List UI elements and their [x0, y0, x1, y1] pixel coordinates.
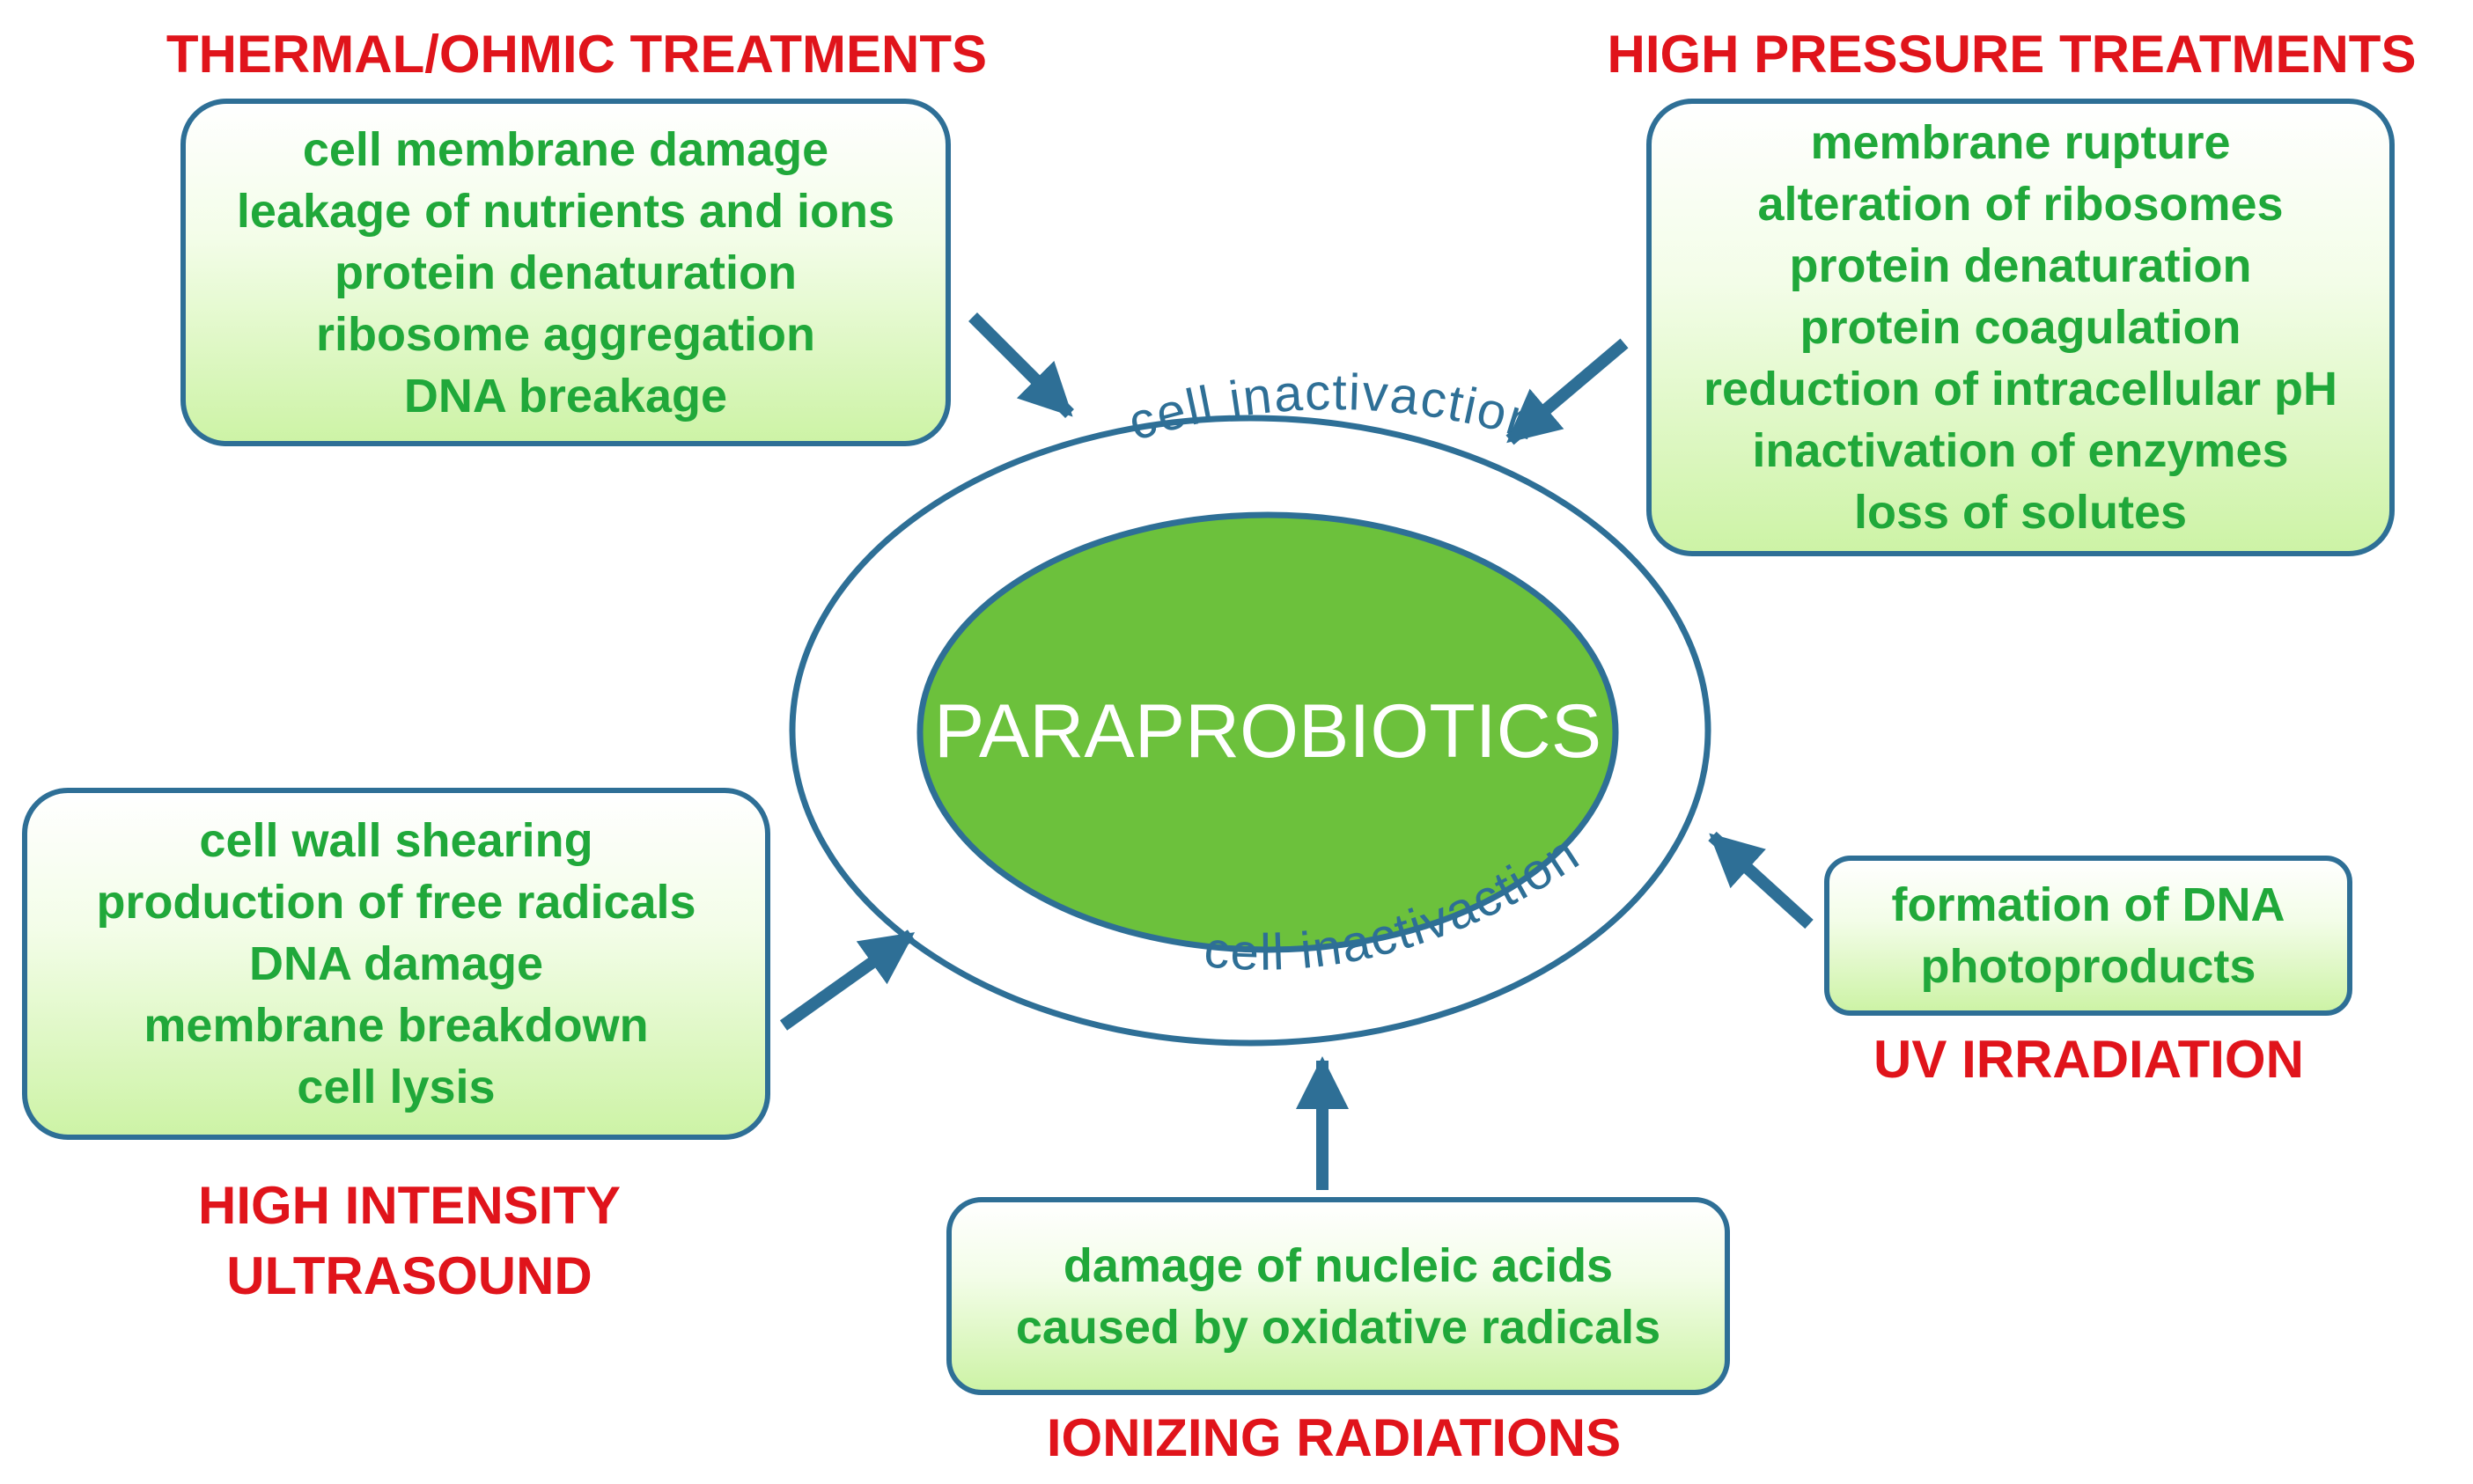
list-item: ribosome aggregation: [315, 307, 816, 361]
list-item: formation of DNA: [1891, 878, 2285, 931]
ultrasound-heading-line-1: HIGH INTENSITY: [197, 1176, 622, 1235]
list-item: membrane breakdown: [144, 999, 649, 1052]
ultrasound-effects-box: cell wall shearing production of free ra…: [22, 788, 770, 1140]
list-item: cell membrane damage: [302, 122, 829, 176]
list-item: damage of nucleic acids: [1063, 1238, 1614, 1292]
pressure-effects-box: membrane rupture alteration of ribosomes…: [1646, 99, 2395, 556]
uv-heading: UV IRRADIATION: [1873, 1030, 2304, 1089]
inner-cell-body: [916, 511, 1619, 953]
center-label: PARAPROBIOTICS: [934, 689, 1601, 774]
arrow-pressure: [1505, 338, 1629, 445]
ultrasound-heading: HIGH INTENSITY ULTRASOUND: [141, 1171, 678, 1311]
list-item: cell wall shearing: [199, 814, 593, 867]
ionizing-effects-list: damage of nucleic acids caused by oxidat…: [1016, 1235, 1660, 1358]
arrow-uv: [1708, 831, 1814, 929]
thermal-effects-box: cell membrane damage leakage of nutrient…: [180, 99, 951, 446]
list-item: alteration of ribosomes: [1757, 178, 2284, 231]
list-item: loss of solutes: [1853, 486, 2188, 539]
ultrasound-heading-line-2: ULTRASOUND: [226, 1246, 592, 1305]
list-item: DNA damage: [248, 937, 544, 990]
list-item: leakage of nutrients and ions: [236, 184, 895, 238]
list-item: reduction of intracellular pH: [1703, 363, 2338, 415]
ionizing-effects-box: damage of nucleic acids caused by oxidat…: [946, 1197, 1730, 1395]
uv-effects-box: formation of DNA photoproducts: [1824, 856, 2352, 1016]
list-item: cell lysis: [297, 1061, 496, 1113]
list-item: inactivation of enzymes: [1752, 424, 2289, 477]
arrow-thermal: [968, 312, 1074, 418]
thermal-heading: THERMAL/OHMIC TREATMENTS: [166, 25, 988, 84]
list-item: protein coagulation: [1800, 301, 2241, 354]
list-item: caused by oxidative radicals: [1015, 1300, 1661, 1354]
list-item: protein denaturation: [1789, 239, 2252, 292]
list-item: protein denaturation: [334, 246, 797, 299]
ultrasound-effects-list: cell wall shearing production of free ra…: [96, 810, 696, 1118]
arrow-ultrasound: [779, 929, 916, 1031]
list-item: production of free radicals: [96, 876, 696, 929]
uv-effects-list: formation of DNA photoproducts: [1892, 874, 2285, 997]
pressure-effects-list: membrane rupture alteration of ribosomes…: [1704, 112, 2337, 543]
thermal-effects-list: cell membrane damage leakage of nutrient…: [237, 119, 894, 427]
list-item: DNA breakage: [403, 369, 728, 422]
list-item: membrane rupture: [1810, 116, 2231, 169]
list-item: photoproducts: [1920, 940, 2256, 993]
pressure-heading: HIGH PRESSURE TREATMENTS: [1607, 25, 2417, 84]
ionizing-heading: IONIZING RADIATIONS: [1046, 1408, 1622, 1467]
